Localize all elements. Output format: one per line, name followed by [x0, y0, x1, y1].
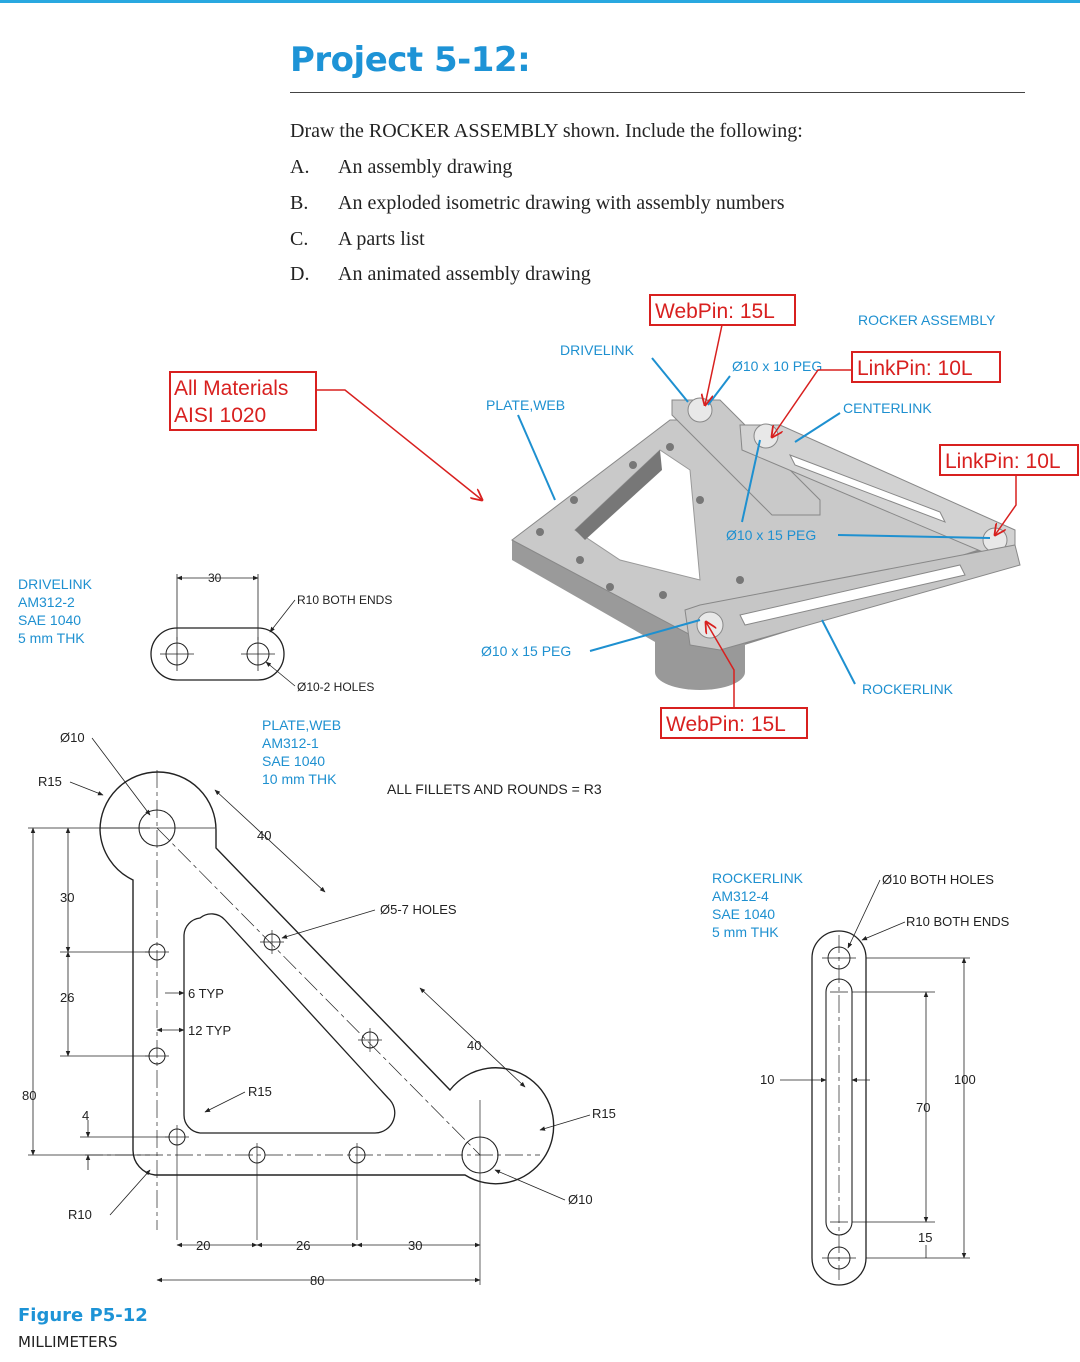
plate-name: PLATE,WEB — [262, 717, 341, 733]
drivelink-note-holes: Ø10-2 HOLES — [297, 680, 374, 694]
linkpin-right-label: LinkPin: 10L — [945, 450, 1061, 473]
plate-dim-80: 80 — [22, 1088, 36, 1103]
rockerlink-dim-100: 100 — [954, 1072, 976, 1087]
plate-dim-r15-in: R15 — [248, 1084, 272, 1099]
rockerlink-note-ends: R10 BOTH ENDS — [906, 914, 1010, 929]
plate-dim-b30: 30 — [408, 1238, 422, 1253]
plate-dim-40-right: 40 — [467, 1038, 481, 1053]
linkpin-top-box — [851, 351, 1001, 383]
rockerlink-dim-70: 70 — [916, 1100, 930, 1115]
figure-label: Figure P5-12 — [18, 1305, 148, 1326]
drivelink-material: SAE 1040 — [18, 612, 81, 628]
rockerlink-note-holes: Ø10 BOTH HOLES — [882, 872, 994, 887]
iso-label-rockerlink: ROCKERLINK — [862, 681, 954, 697]
plate-dim-d10: Ø10 — [60, 730, 85, 745]
materials-box — [169, 371, 317, 431]
iso-label-peg-mid: Ø10 x 15 PEG — [726, 527, 816, 543]
plate-dim-26: 26 — [60, 990, 74, 1005]
drivelink-part: AM312-2 — [18, 594, 75, 610]
page-title: Project 5-12: — [290, 40, 531, 80]
plate-dim-b80: 80 — [310, 1273, 324, 1288]
rockerlink-view — [780, 879, 970, 1286]
iso-label-drivelink: DRIVELINK — [560, 342, 635, 358]
iso-label-centerlink: CENTERLINK — [843, 400, 932, 416]
intro-text: Draw the ROCKER ASSEMBLY shown. Include … — [290, 120, 803, 142]
plate-dim-b20: 20 — [196, 1238, 210, 1253]
drivelink-view — [150, 574, 296, 687]
drivelink-note-ends: R10 BOTH ENDS — [297, 593, 392, 607]
linkpin-right-box — [939, 444, 1079, 476]
plate-thickness: 10 mm THK — [262, 771, 337, 787]
plate-dim-4: 4 — [82, 1108, 89, 1123]
webpin-bottom-label: WebPin: 15L — [666, 713, 786, 736]
list-item: D.An animated assembly drawing — [290, 263, 591, 285]
units-label: MILLIMETERS — [18, 1333, 118, 1351]
drivelink-dim-center: 30 — [208, 571, 222, 585]
plate-dim-40-top: 40 — [257, 828, 271, 843]
isometric-assembly — [511, 397, 1021, 690]
plate-dim-r10: R10 — [68, 1207, 92, 1222]
plate-dim-6typ: 6 TYP — [188, 986, 224, 1001]
rockerlink-material: SAE 1040 — [712, 906, 775, 922]
title-rule — [290, 92, 1025, 93]
rockerlink-part: AM312-4 — [712, 888, 769, 904]
top-accent-line — [0, 0, 1080, 3]
list-item: B.An exploded isometric drawing with ass… — [290, 192, 785, 214]
iso-label-assembly: ROCKER ASSEMBLY — [858, 312, 996, 328]
rockerlink-thickness: 5 mm THK — [712, 924, 779, 940]
plate-web-view — [28, 737, 591, 1285]
iso-label-plate-web: PLATE,WEB — [486, 397, 565, 413]
materials-line1: All Materials — [174, 377, 288, 400]
plate-dim-b26: 26 — [296, 1238, 310, 1253]
plate-fillets-note: ALL FILLETS AND ROUNDS = R3 — [387, 781, 602, 797]
drivelink-thickness: 5 mm THK — [18, 630, 85, 646]
plate-material: SAE 1040 — [262, 753, 325, 769]
plate-dim-r15-right: R15 — [592, 1106, 616, 1121]
rockerlink-dim-10: 10 — [760, 1072, 774, 1087]
list-item: C.A parts list — [290, 228, 425, 250]
plate-dim-d10-right: Ø10 — [568, 1192, 593, 1207]
plate-note-holes: Ø5-7 HOLES — [380, 902, 457, 917]
drivelink-name: DRIVELINK — [18, 576, 93, 592]
plate-dim-30: 30 — [60, 890, 74, 905]
plate-part: AM312-1 — [262, 735, 319, 751]
iso-label-peg-left: Ø10 x 15 PEG — [481, 643, 571, 659]
webpin-top-label: WebPin: 15L — [655, 300, 775, 323]
linkpin-top-label: LinkPin: 10L — [857, 357, 973, 380]
plate-dim-12typ: 12 TYP — [188, 1023, 231, 1038]
webpin-top-box — [649, 294, 796, 326]
plate-dim-r15-top: R15 — [38, 774, 62, 789]
rockerlink-dim-15: 15 — [918, 1230, 932, 1245]
list-item: A.An assembly drawing — [290, 156, 513, 178]
materials-line2: AISI 1020 — [174, 404, 266, 427]
iso-label-peg-top: Ø10 x 10 PEG — [732, 358, 822, 374]
rockerlink-name: ROCKERLINK — [712, 870, 804, 886]
